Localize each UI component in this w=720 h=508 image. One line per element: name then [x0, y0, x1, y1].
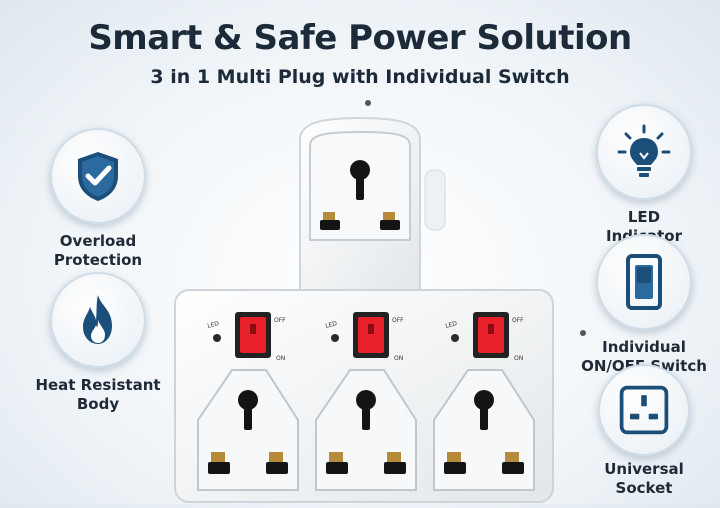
feature-universal-socket: Universal Socket	[574, 364, 714, 498]
on-label: ON	[514, 355, 523, 362]
shield-check-icon	[78, 152, 118, 201]
socket-icon	[619, 385, 669, 435]
off-label: OFF	[274, 317, 286, 324]
on-label: ON	[394, 355, 403, 362]
switch-panel-1	[213, 312, 271, 358]
feature-circle	[596, 104, 692, 200]
feature-circle	[596, 234, 692, 330]
multi-plug-device: LED OFF ON LED OFF ON LED OFF ON	[170, 110, 570, 508]
decorative-dot	[365, 100, 371, 106]
bottom-socket-3	[433, 369, 535, 491]
switch-icon	[626, 254, 662, 310]
light-bulb-icon	[617, 124, 671, 177]
led-label: LED	[207, 320, 221, 330]
feature-circle	[598, 364, 690, 456]
feature-label: Overload Protection	[53, 232, 143, 269]
page-title: Smart & Safe Power Solution	[88, 18, 632, 58]
flame-icon	[83, 295, 112, 344]
led-label: LED	[325, 320, 339, 330]
feature-label: Universal Socket	[604, 460, 684, 497]
off-label: OFF	[392, 317, 404, 324]
feature-circle	[50, 272, 146, 368]
top-socket	[309, 130, 411, 241]
bottom-socket-2	[315, 369, 417, 491]
decorative-dot	[580, 330, 586, 336]
off-label: OFF	[512, 317, 524, 324]
feature-label: Heat Resistant Body	[35, 376, 161, 413]
switch-panel-3	[451, 312, 509, 358]
multi-plug-illustration: LED OFF ON LED OFF ON LED OFF ON	[174, 116, 554, 503]
feature-overload-protection: Overload Protection	[28, 128, 168, 270]
led-label: LED	[445, 320, 459, 330]
feature-individual-switch: Individual ON/OFF Switch	[570, 234, 718, 376]
switch-panel-2	[331, 312, 389, 358]
on-label: ON	[276, 355, 285, 362]
feature-circle	[50, 128, 146, 224]
feature-heat-resistant: Heat Resistant Body	[18, 272, 178, 414]
bottom-socket-1	[197, 369, 299, 491]
page-subtitle: 3 in 1 Multi Plug with Individual Switch	[150, 66, 570, 88]
feature-led-indicator: LED Indicator	[574, 104, 714, 246]
